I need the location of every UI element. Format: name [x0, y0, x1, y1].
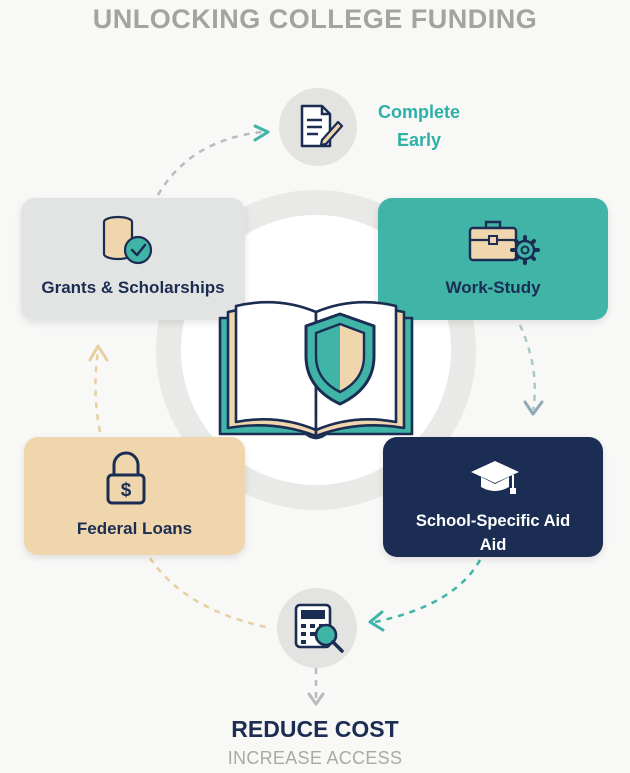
complete-early-label: Complete Early — [360, 98, 478, 154]
arrow-head-reduce — [307, 692, 325, 706]
complete-early-line1: Complete — [377, 102, 460, 122]
complete-early-line2: Early — [396, 130, 442, 150]
arrow-head-early — [253, 124, 270, 142]
calculator-magnifier-icon — [294, 603, 344, 653]
reduce-cost-heading: REDUCE COST — [231, 716, 399, 742]
arrow-head-grants — [88, 344, 109, 362]
briefcase-gear-icon — [468, 220, 540, 265]
complete-early-circle — [279, 88, 357, 166]
padlock-dollar-icon: $ — [106, 451, 146, 505]
arrow-head-school — [523, 400, 544, 416]
arrow-loans-to-calc — [148, 557, 271, 630]
increase-access-subheading: INCREASE ACCESS — [227, 748, 403, 768]
coins-check-icon — [102, 215, 153, 265]
card-federal-loans: $ Federal Loans — [24, 437, 245, 555]
page-title: UNLOCKING COLLEGE FUNDING — [92, 4, 538, 34]
svg-text:$: $ — [121, 480, 132, 501]
card-work-study: Work-Study — [378, 198, 608, 320]
document-pen-icon — [300, 104, 344, 148]
book-shield-icon — [218, 300, 414, 440]
school-specific-line1: School-Specific Aid — [415, 512, 571, 530]
arrow-loans-to-grants — [94, 351, 102, 433]
card-school-specific-aid: School-Specific Aid Aid — [383, 437, 603, 557]
grants-label: Grants & Scholarships — [41, 278, 225, 297]
arrow-work-to-school — [518, 324, 537, 411]
calculator-circle — [277, 588, 357, 668]
arrow-grants-to-early — [156, 130, 263, 196]
arrow-school-to-calc — [374, 559, 482, 624]
arrow-head-calc — [368, 610, 385, 632]
school-specific-line2: Aid — [479, 536, 507, 554]
federal-loans-label: Federal Loans — [76, 519, 193, 538]
graduation-cap-icon — [471, 461, 519, 494]
work-study-label: Work-Study — [445, 278, 541, 297]
card-grants-scholarships: Grants & Scholarships — [21, 198, 245, 320]
school-specific-label: School-Specific Aid Aid — [383, 509, 603, 557]
